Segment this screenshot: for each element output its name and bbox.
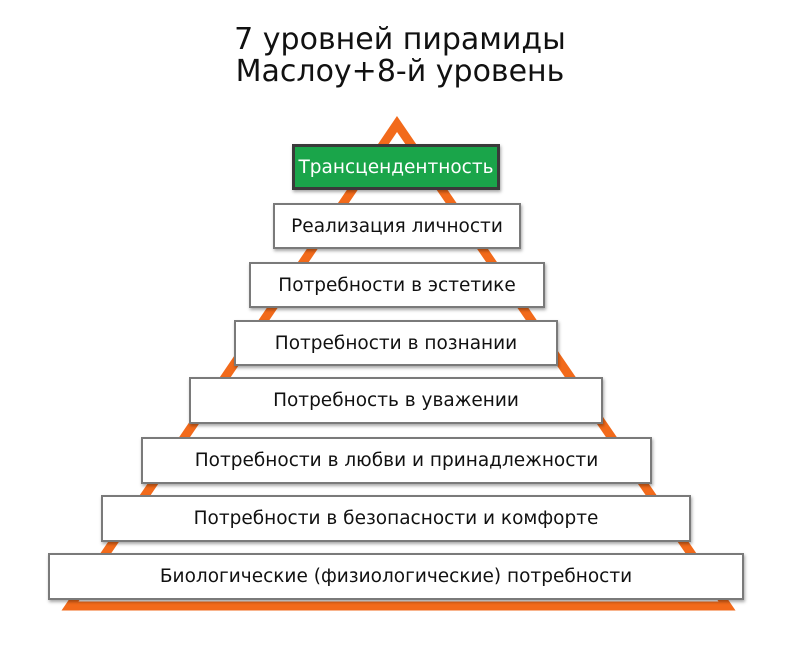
level-aesthetic-needs: Потребности в эстетике bbox=[249, 262, 545, 308]
title-line-1: 7 уровней пирамиды bbox=[234, 22, 566, 57]
level-self-actualization: Реализация личности bbox=[273, 203, 521, 249]
level-transcendence: Трансцендентность bbox=[292, 144, 500, 190]
level-cognitive-needs: Потребности в познании bbox=[234, 320, 558, 366]
level-physiological-needs: Биологические (физиологические) потребно… bbox=[48, 553, 744, 600]
level-esteem-needs: Потребность в уважении bbox=[189, 377, 603, 424]
level-safety-needs: Потребности в безопасности и комфорте bbox=[101, 495, 691, 542]
pyramid-outline bbox=[61, 116, 736, 611]
title-line-2: Маслоу+8-й уровень bbox=[235, 54, 565, 89]
level-love-belonging-needs: Потребности в любви и принадлежности bbox=[141, 437, 652, 484]
